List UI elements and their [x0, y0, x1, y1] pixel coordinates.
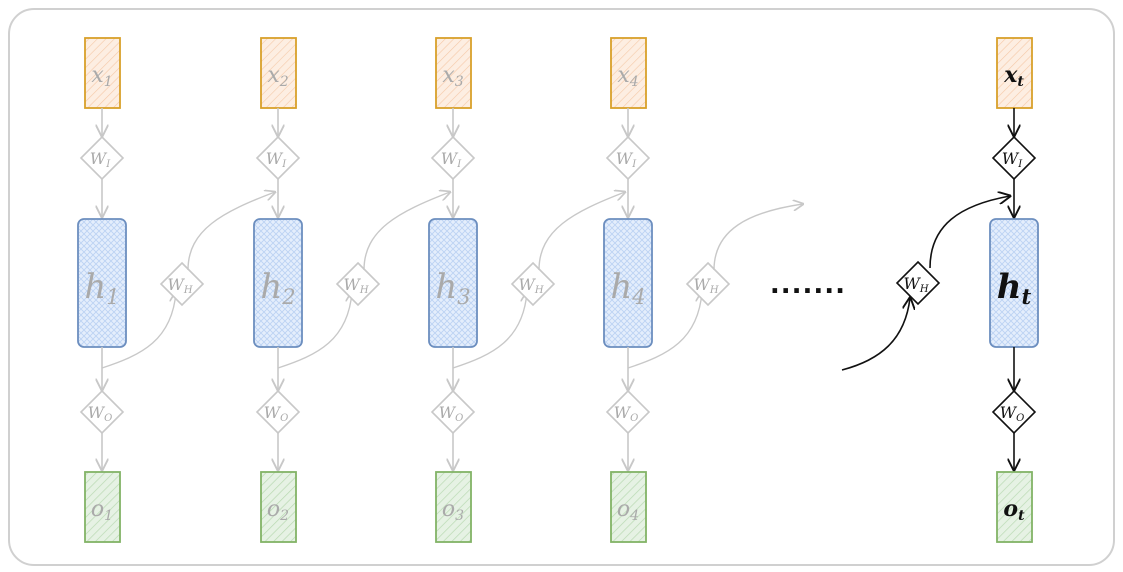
- input-weight-label: WI: [266, 149, 287, 170]
- recurrent-out-arrow: [538, 192, 625, 271]
- output-weight-label: WO: [88, 403, 113, 424]
- hidden-weight-diamond: [335, 261, 381, 307]
- output-box: [84, 471, 121, 543]
- output-weight-label: WO: [614, 403, 639, 424]
- hidden-label: ht: [997, 267, 1032, 309]
- hidden-label: h3: [435, 267, 470, 309]
- hidden-weight-label: WH: [167, 275, 192, 296]
- input-weight-label: WI: [1002, 149, 1023, 170]
- output-label: o4: [617, 497, 639, 524]
- recurrent-in-arrow: [101, 292, 176, 369]
- hidden-weight-label: WH: [693, 275, 718, 296]
- output-weight-label: WO: [439, 403, 464, 424]
- input-weight-label: WI: [616, 149, 637, 170]
- output-label: o1: [91, 497, 113, 524]
- hidden-label: h4: [610, 267, 645, 309]
- recurrent-in-arrow-final: [841, 298, 910, 371]
- recurrent-out-arrow: [713, 204, 803, 271]
- output-weight-label: WO: [264, 403, 289, 424]
- input-label: x3: [442, 63, 463, 90]
- output-weight-label: WO: [1000, 403, 1025, 424]
- output-label: ot: [1003, 496, 1025, 524]
- input-label: x4: [617, 63, 638, 90]
- hidden-label: h2: [260, 267, 295, 309]
- hidden-weight-label: WH: [518, 275, 543, 296]
- output-box: [435, 471, 472, 543]
- ellipsis: .......: [770, 270, 846, 300]
- output-box: [610, 471, 647, 543]
- hidden-weight-label-final: WH: [903, 274, 928, 295]
- input-weight-label: WI: [441, 149, 462, 170]
- hidden-weight-diamond: [510, 261, 556, 307]
- output-box: [260, 471, 297, 543]
- input-label: x1: [91, 63, 112, 90]
- hidden-label: h1: [84, 267, 119, 309]
- hidden-weight-diamond-final: [895, 260, 941, 306]
- output-box: [996, 471, 1033, 543]
- diagram-frame: [8, 8, 1115, 566]
- input-label: xt: [1003, 62, 1024, 90]
- recurrent-in-arrow: [452, 292, 527, 369]
- output-label: o2: [267, 497, 289, 524]
- input-label: x2: [267, 63, 288, 90]
- recurrent-out-arrow: [187, 192, 275, 271]
- recurrent-in-arrow: [277, 292, 352, 369]
- output-label: o3: [442, 497, 464, 524]
- recurrent-out-arrow-final: [929, 196, 1010, 269]
- hidden-weight-diamond: [685, 261, 731, 307]
- hidden-weight-label: WH: [343, 275, 368, 296]
- recurrent-out-arrow: [363, 192, 450, 271]
- recurrent-in-arrow: [627, 292, 702, 369]
- input-weight-label: WI: [90, 149, 111, 170]
- hidden-weight-diamond: [159, 261, 205, 307]
